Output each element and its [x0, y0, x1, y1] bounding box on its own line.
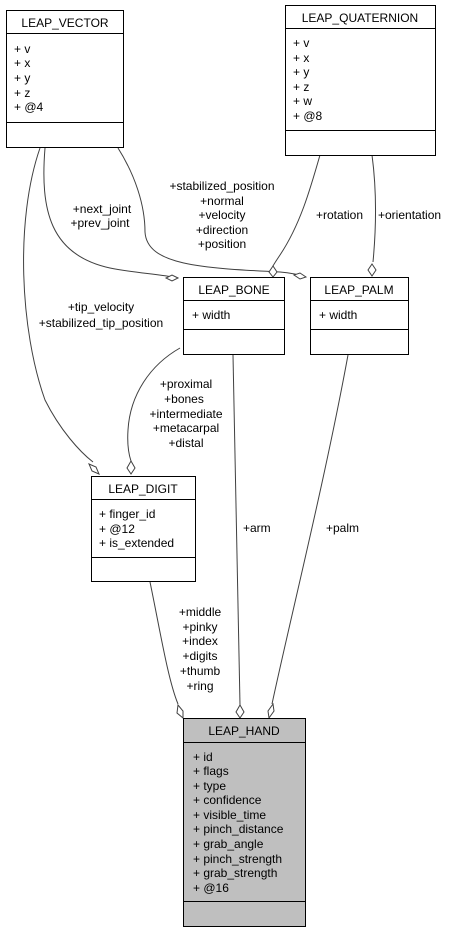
class-leap-vector: LEAP_VECTOR + v + x + y + z + @4: [6, 10, 124, 148]
class-leap-quaternion: LEAP_QUATERNION + v + x + y + z + w + @8: [285, 5, 436, 156]
class-leap-palm: LEAP_PALM + width: [310, 277, 409, 355]
edge-quat-bone: [272, 154, 321, 267]
class-leap-hand: LEAP_HAND + id + flags + type + confiden…: [183, 718, 306, 927]
class-attr: + @16: [193, 881, 229, 895]
label-line: +ring: [186, 679, 213, 693]
label-line: +next_joint: [73, 202, 132, 216]
label-line: +rotation: [316, 208, 363, 222]
label-digit-hand: +middle +pinky +index +digits +thumb +ri…: [179, 605, 222, 693]
label-line: +arm: [243, 521, 271, 535]
edge-vector-palm-diamond: [292, 272, 308, 280]
class-name: LEAP_VECTOR: [21, 16, 108, 30]
class-leap-digit: LEAP_DIGIT + finger_id + @12 + is_extend…: [91, 476, 196, 582]
class-name: LEAP_BONE: [198, 283, 269, 297]
edge-bone-digit: [127, 347, 181, 462]
class-attr: + pinch_distance: [193, 822, 284, 836]
label-palm-hand: +palm: [326, 521, 359, 535]
edge-palm-hand-diamond: [267, 702, 275, 720]
label-line: +position: [198, 237, 246, 251]
class-attr: + width: [319, 308, 357, 322]
class-box: [310, 277, 409, 355]
label-vector-bone: +next_joint +prev_joint: [70, 202, 131, 230]
label-line: +velocity: [198, 208, 245, 222]
class-attr: + y: [14, 71, 30, 85]
label-line: +bones: [164, 392, 204, 406]
label-line: +palm: [326, 521, 359, 535]
class-attr: + width: [192, 308, 230, 322]
class-attr: + z: [293, 80, 309, 94]
edge-bone-hand: [232, 354, 241, 706]
class-attr: + x: [14, 56, 30, 70]
edge-quat-bone-diamond: [268, 265, 278, 278]
edge-vector-digit: [23, 147, 94, 463]
edge-vector-digit-diamond: [88, 463, 100, 475]
label-line: +middle: [179, 605, 222, 619]
class-attr: + @12: [99, 522, 135, 536]
class-attr: + visible_time: [193, 808, 266, 822]
class-attr: + x: [293, 51, 309, 65]
class-name: LEAP_QUATERNION: [302, 11, 418, 25]
edge-bone-digit-diamond: [126, 459, 136, 475]
label-vector-digit: +tip_velocity +stabilized_tip_position: [39, 300, 163, 330]
label-line: +direction: [196, 223, 248, 237]
class-attr: + pinch_strength: [193, 852, 282, 866]
edge-digit-hand-diamond: [176, 703, 184, 720]
class-attr: + @8: [293, 109, 323, 123]
class-attr: + flags: [193, 764, 229, 778]
label-line: +normal: [200, 194, 244, 208]
edge-palm-hand: [271, 354, 349, 705]
edge-vector-palm: [117, 147, 307, 278]
class-attr: + z: [14, 86, 30, 100]
label-quat-bone: +rotation: [316, 208, 363, 222]
class-attr: + confidence: [193, 793, 262, 807]
label-line: +prev_joint: [70, 216, 130, 230]
edge-quat-palm: [371, 154, 377, 263]
edge-quat-palm-diamond: [367, 263, 377, 277]
class-attr: + v: [14, 42, 30, 56]
label-line: +thumb: [180, 664, 221, 678]
label-bone-hand: +arm: [243, 521, 271, 535]
label-line: +tip_velocity: [68, 300, 134, 314]
class-box: [183, 718, 306, 927]
class-attr: + id: [193, 750, 213, 764]
label-bone-digit: +proximal +bones +intermediate +metacarp…: [149, 377, 222, 450]
edge-digit-hand: [149, 581, 179, 705]
class-attr: + is_extended: [99, 536, 174, 550]
label-line: +index: [182, 634, 218, 648]
class-leap-bone: LEAP_BONE + width: [183, 277, 285, 355]
class-attr: + y: [293, 65, 309, 79]
edges: [23, 147, 377, 720]
edge-vector-bone-diamond: [164, 274, 180, 282]
class-box: [91, 476, 196, 582]
label-line: +intermediate: [149, 407, 222, 421]
label-line: +digits: [182, 649, 217, 663]
edge-bone-hand-diamond: [235, 703, 245, 719]
label-line: +pinky: [182, 620, 217, 634]
class-name: LEAP_PALM: [324, 283, 393, 297]
class-name: LEAP_DIGIT: [108, 482, 178, 496]
label-line: +metacarpal: [153, 421, 219, 435]
label-line: +distal: [168, 436, 203, 450]
class-attr: + v: [293, 36, 309, 50]
class-attr: + finger_id: [99, 507, 155, 521]
label-quat-palm: +orientation: [378, 208, 441, 222]
class-box: [183, 277, 285, 355]
label-line: +stabilized_tip_position: [39, 316, 163, 330]
class-attr: + type: [193, 779, 226, 793]
class-name: LEAP_HAND: [208, 724, 280, 738]
label-line: +stabilized_position: [169, 179, 274, 193]
edge-labels: +next_joint +prev_joint +stabilized_posi…: [39, 179, 441, 693]
edge-vector-bone: [43, 147, 179, 279]
class-attr: + grab_strength: [193, 866, 277, 880]
label-line: +proximal: [160, 377, 212, 391]
label-vector-palm: +stabilized_position +normal +velocity +…: [169, 179, 274, 251]
class-attr: + w: [293, 94, 312, 108]
class-attr: + grab_angle: [193, 837, 264, 851]
class-attr: + @4: [14, 100, 44, 114]
label-line: +orientation: [378, 208, 441, 222]
